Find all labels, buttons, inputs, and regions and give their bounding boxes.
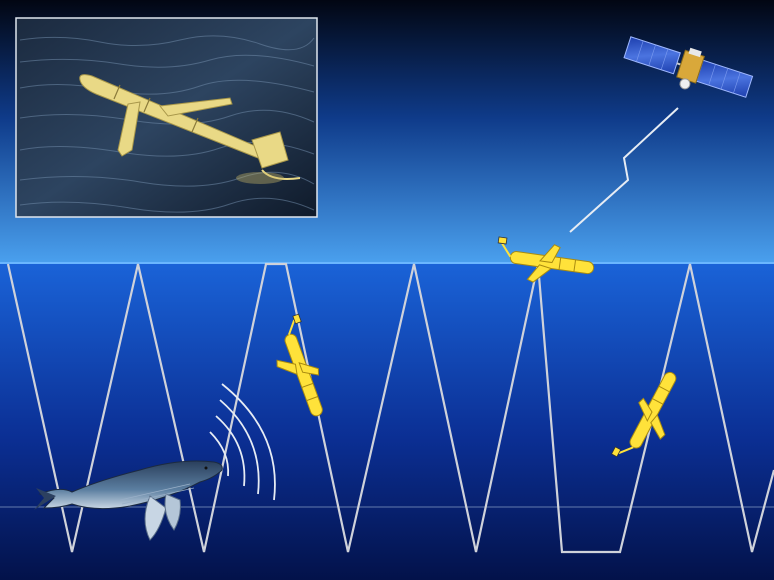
- dive-track-path: [6, 262, 774, 554]
- glider-icon-surfaced: [497, 236, 595, 283]
- humpback-whale-icon: [34, 460, 223, 541]
- sound-wave-icon: [209, 383, 276, 501]
- satellite-icon: [623, 36, 754, 98]
- glider-icon-diving: [276, 313, 323, 417]
- lightning-signal-icon: [569, 107, 679, 233]
- glider-photo: [15, 17, 318, 218]
- glider-icon-climbing: [611, 371, 677, 458]
